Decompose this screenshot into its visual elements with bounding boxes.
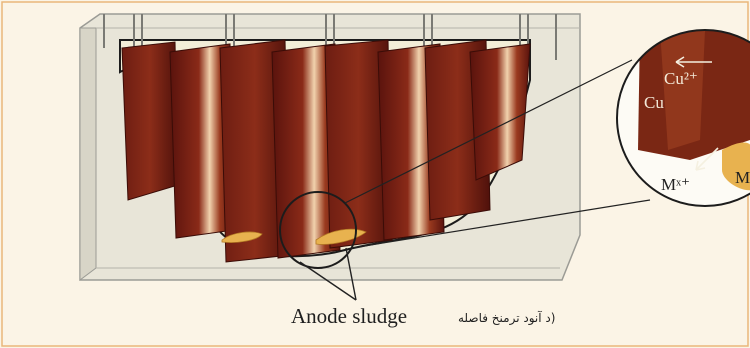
metal-m-label: M (735, 168, 750, 187)
caption: Anode sludge (د آنود ترمنخ فاصله (0, 300, 750, 340)
metal-ion-label: Mˣ⁺ (661, 175, 690, 194)
cu-metal-label: Cu (644, 93, 664, 112)
copper-electrode-icon (122, 42, 178, 200)
anode-sludge-label: Anode sludge (291, 304, 407, 329)
copper-electrode-icon (470, 44, 530, 180)
anode-sludge-label-fa: (د آنود ترمنخ فاصله (458, 311, 555, 325)
cu-ion-label: Cu²⁺ (664, 69, 698, 88)
